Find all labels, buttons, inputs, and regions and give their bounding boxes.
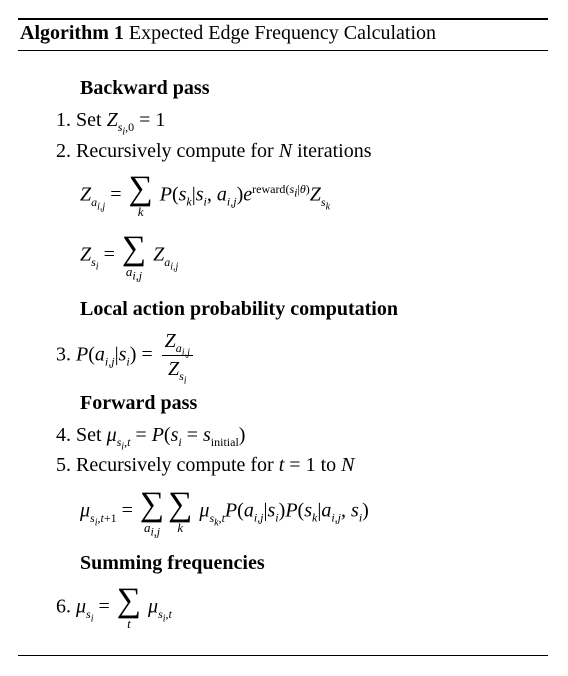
step-4: 4. Set μsi,t = P(si = sinitial) <box>56 424 246 453</box>
summation-a: ∑ai,j <box>121 230 147 283</box>
section-backward-pass: Backward pass <box>80 77 210 99</box>
summation-t: ∑t <box>116 582 142 632</box>
section-local-action: Local action probability computation <box>80 298 398 320</box>
step-3: 3. P(ai,j|si) = Zai,j Zsi <box>56 330 197 386</box>
bottom-rule <box>18 655 548 656</box>
section-forward-pass: Forward pass <box>80 392 198 414</box>
equation-z-state: Zsi = ∑ai,j Zai,j <box>80 230 179 283</box>
algorithm-label: Algorithm 1 <box>20 22 124 44</box>
equation-z-action: Zai,j = ∑k P(sk|si, ai,j)ereward(si|θ)Zs… <box>80 170 331 220</box>
algorithm-name: Expected Edge Frequency Calculation <box>128 22 436 44</box>
step-6: 6. μsi = ∑t μsi,t <box>56 582 172 632</box>
step-1: 1. Set Zsi,0 = 1 <box>56 109 166 138</box>
summation-k: ∑k <box>128 170 153 220</box>
equation-mu-update: μsi,t+1 = ∑ai,j∑k μsk,tP(ai,j|si)P(sk|ai… <box>80 486 369 539</box>
header-rule <box>18 50 548 51</box>
summation-k: ∑k <box>168 486 193 536</box>
step-5: 5. Recursively compute for t = 1 to N <box>56 454 355 476</box>
iterations-variable: N <box>278 140 293 162</box>
section-summing: Summing frequencies <box>80 552 265 574</box>
step-1-formula: Zsi,0 = 1 <box>106 109 166 138</box>
top-rule <box>18 18 548 20</box>
summation-a: ∑ai,j <box>139 486 165 539</box>
probability-fraction: Zai,j Zsi <box>161 330 193 386</box>
algorithm-title: Algorithm 1 Expected Edge Frequency Calc… <box>20 22 436 45</box>
step-2: 2. Recursively compute for N iterations <box>56 140 372 162</box>
